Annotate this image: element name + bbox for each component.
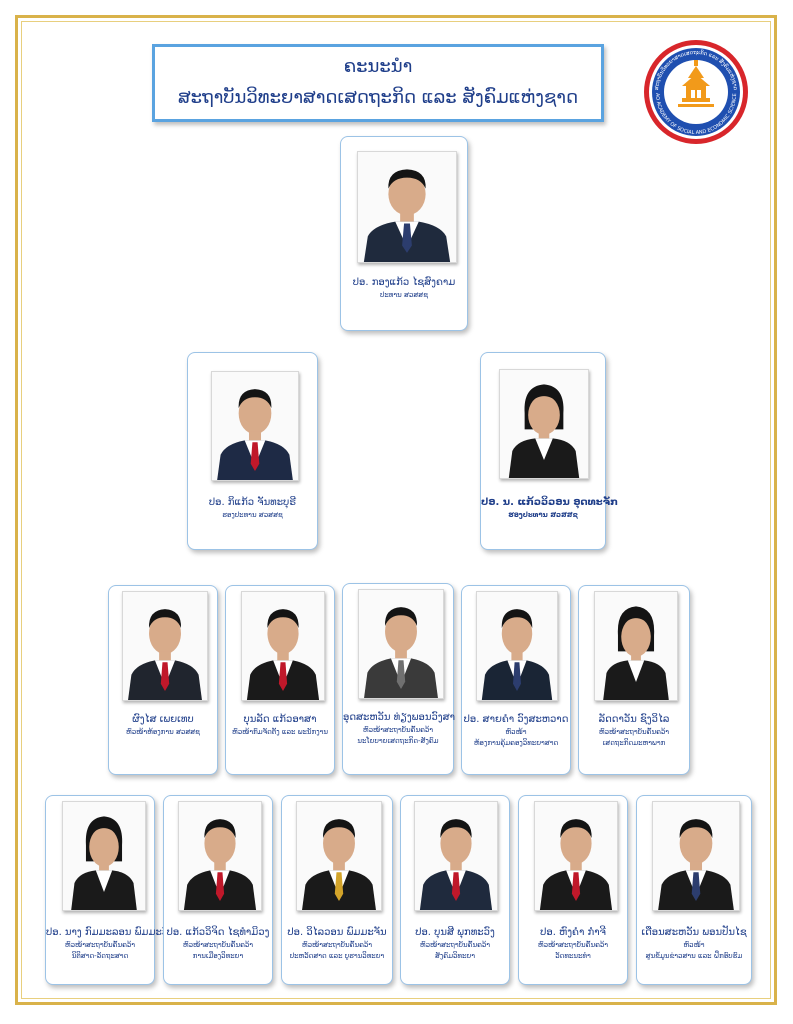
portrait-photo bbox=[534, 801, 618, 911]
person-card: ອຸດສະຫວັນ ທ່ຽງພອນວົງສາຫົວໜ້າສະຖາບັນຄົ້ນຄ… bbox=[342, 583, 456, 775]
person-role: ປະຫວັດສາດ ແລະ ບູຮານວິທະຍາ bbox=[289, 952, 385, 960]
person-info: ຜົງໄສ ເພຍເທບຫົວໜ້າຫ້ອງການ ສວສສຊ bbox=[109, 713, 217, 738]
person-role: ຫົວໜ້າຫ້ອງການ ສວສສຊ bbox=[126, 728, 200, 736]
portrait-photo bbox=[594, 591, 678, 701]
person-role: ຫົວໜ້າສະຖາບັນຄົ້ນຄວ້າ bbox=[598, 728, 670, 736]
person-info: ປອ. ຫົງຄຳ ກຳຈີຫົວໜ້າສະຖາບັນຄົ້ນຄວ້າວັດທະ… bbox=[519, 926, 627, 962]
person-card: ປອ. ວິໄລວອນ ພົມມະຈັນຫົວໜ້າສະຖາບັນຄົ້ນຄວ້… bbox=[281, 795, 393, 985]
person-info: ປອ. ກິແກ້ວ ຈັນທະບຸຣີຮອງປະທານ ສວສສຊ bbox=[188, 496, 317, 521]
person-name: ປອ. ບຸນສີ ພຸກທະວົງ bbox=[415, 927, 495, 938]
person-info: ປອ. ນ. ແກ້ວວິວອນ ອຸດທະຈັກຮອງປະທານ ສວສສຊ bbox=[481, 496, 618, 521]
person-name: ບຸນລັດ ແກ້ວອາສາ bbox=[243, 714, 317, 725]
person-name: ປອ. ກອງແກ້ວ ໄຊສົງຄາມ bbox=[352, 277, 456, 288]
temple-icon bbox=[678, 60, 714, 107]
person-role: ຫົວໜ້າສະຖາບັນຄົ້ນຄວ້າ bbox=[64, 941, 136, 949]
person-card: ປອ. ບຸນສີ ພຸກທະວົງຫົວໜ້າສະຖາບັນຄົ້ນຄວ້າສ… bbox=[400, 795, 510, 985]
person-info: ບຸນລັດ ແກ້ວອາສາຫົວໜ້າກົມຈັດຕັ້ງ ແລະ ພະນັ… bbox=[226, 713, 334, 738]
academy-logo: ສະຖາບັນວິທະຍາສາດເສດຖະກິດ ແລະ ສັງຄົມແຫ່ງຊ… bbox=[642, 38, 748, 144]
person-role: ຫົວໜ້າກົມຈັດຕັ້ງ ແລະ ພະນັກງານ bbox=[231, 728, 328, 736]
title-box: ຄະນະນໍາ ສະຖາບັນວິທະຍາສາດເສດຖະກິດ ແລະ ສັງ… bbox=[152, 44, 604, 122]
person-card: ເດືອນສະຫວັນ ພອນປັນໄຊຫົວໜ້າສູນຂໍ້ມູນຂ່າວສ… bbox=[636, 795, 752, 985]
person-name: ປອ. ແກ້ວວິຈິດ ໄຊທຳມິວງ bbox=[166, 927, 270, 938]
person-role: ຫົວໜ້າສະຖາບັນຄົ້ນຄວ້າ bbox=[301, 941, 373, 949]
person-name: ປອ. ນ. ແກ້ວວິວອນ ອຸດທະຈັກ bbox=[481, 497, 618, 508]
person-role: ຮອງປະທານ ສວສສຊ bbox=[222, 511, 283, 519]
person-role: ຫົວໜ້າສະຖາບັນຄົ້ນຄວ້າ bbox=[419, 941, 491, 949]
portrait-photo bbox=[499, 369, 589, 479]
person-name: ປອ. ຫົງຄຳ ກຳຈີ bbox=[540, 927, 606, 938]
person-role: ຫົວໜ້າສະຖາບັນຄົ້ນຄວ້າ bbox=[362, 726, 434, 734]
person-role: ນິຕິສາດ-ລັດຖະສາດ bbox=[71, 952, 129, 960]
person-role: ປະທານ ສວສສຊ bbox=[380, 291, 428, 299]
person-card: ປອ. ນາງ ກົມມະລອນ ພົມມະວົງຫົວໜ້າສະຖາບັນຄົ… bbox=[45, 795, 173, 985]
person-info: ປອ. ກອງແກ້ວ ໄຊສົງຄາມປະທານ ສວສສຊ bbox=[341, 276, 467, 301]
person-card: ບຸນລັດ ແກ້ວອາສາຫົວໜ້າກົມຈັດຕັ້ງ ແລະ ພະນັ… bbox=[225, 585, 335, 775]
person-info: ປອ. ສາຍຄຳ ວົງສະຫວາດຫົວໜ້າຫ້ອງການຄຸ້ມຄອງວ… bbox=[462, 713, 570, 749]
person-role: ຫົວໜ້າ bbox=[683, 941, 705, 949]
person-info: ລັດດາວັນ ຊົງວິໄລຫົວໜ້າສະຖາບັນຄົ້ນຄວ້າເສດ… bbox=[579, 713, 689, 749]
person-info: ອຸດສະຫວັນ ທ່ຽງພອນວົງສາຫົວໜ້າສະຖາບັນຄົ້ນຄ… bbox=[343, 711, 456, 747]
person-role: ສັງຄົມວິທະຍາ bbox=[434, 952, 476, 960]
portrait-photo bbox=[476, 591, 558, 701]
person-name: ອຸດສະຫວັນ ທ່ຽງພອນວົງສາ bbox=[343, 712, 456, 723]
person-card: ປອ. ນ. ແກ້ວວິວອນ ອຸດທະຈັກຮອງປະທານ ສວສສຊ bbox=[480, 352, 618, 550]
portrait-photo bbox=[211, 371, 299, 481]
person-info: ເດືອນສະຫວັນ ພອນປັນໄຊຫົວໜ້າສູນຂໍ້ມູນຂ່າວສ… bbox=[637, 926, 751, 962]
person-role: ເສດຖະກິດມະຫາພາກ bbox=[602, 739, 666, 747]
person-name: ເດືອນສະຫວັນ ພອນປັນໄຊ bbox=[641, 927, 747, 938]
person-card: ຜົງໄສ ເພຍເທບຫົວໜ້າຫ້ອງການ ສວສສຊ bbox=[108, 585, 218, 775]
person-role: ສູນຂໍ້ມູນຂ່າວສານ ແລະ ຝຶກອົບຮົມ bbox=[645, 952, 743, 960]
person-role: ຫົວໜ້າສະຖາບັນຄົ້ນຄວ້າ bbox=[182, 941, 254, 949]
person-info: ປອ. ແກ້ວວິຈິດ ໄຊທຳມິວງຫົວໜ້າສະຖາບັນຄົ້ນຄ… bbox=[164, 926, 272, 962]
person-name: ປອ. ສາຍຄຳ ວົງສະຫວາດ bbox=[463, 714, 569, 725]
person-role: ຫ້ອງການຄຸ້ມຄອງວິທະຍາສາດ bbox=[473, 739, 559, 747]
person-role: ວັດທະນະທຳ bbox=[555, 952, 591, 960]
portrait-photo bbox=[414, 801, 498, 911]
person-card: ປອ. ຫົງຄຳ ກຳຈີຫົວໜ້າສະຖາບັນຄົ້ນຄວ້າວັດທະ… bbox=[518, 795, 628, 985]
portrait-photo bbox=[358, 589, 444, 699]
person-name: ປອ. ນາງ ກົມມະລອນ ພົມມະວົງ bbox=[46, 927, 173, 938]
inner-frame bbox=[21, 21, 771, 999]
page-subtitle: ສະຖາບັນວິທະຍາສາດເສດຖະກິດ ແລະ ສັງຄົມແຫ່ງຊ… bbox=[177, 87, 579, 108]
person-name: ຜົງໄສ ເພຍເທບ bbox=[132, 714, 194, 725]
person-role: ຫົວໜ້າ bbox=[505, 728, 527, 736]
person-role: ຫົວໜ້າສະຖາບັນຄົ້ນຄວ້າ bbox=[537, 941, 609, 949]
person-card: ລັດດາວັນ ຊົງວິໄລຫົວໜ້າສະຖາບັນຄົ້ນຄວ້າເສດ… bbox=[578, 585, 690, 775]
portrait-photo bbox=[357, 151, 457, 263]
page-title: ຄະນະນໍາ bbox=[343, 56, 413, 77]
person-role: ນະໂຍບາຍເສດຖະກິດ-ສັງຄົມ bbox=[357, 737, 439, 745]
person-card: ປອ. ກອງແກ້ວ ໄຊສົງຄາມປະທານ ສວສສຊ bbox=[340, 136, 468, 331]
person-card: ປອ. ສາຍຄຳ ວົງສະຫວາດຫົວໜ້າຫ້ອງການຄຸ້ມຄອງວ… bbox=[461, 585, 571, 775]
person-card: ປອ. ກິແກ້ວ ຈັນທະບຸຣີຮອງປະທານ ສວສສຊ bbox=[187, 352, 318, 550]
person-name: ປອ. ກິແກ້ວ ຈັນທະບຸຣີ bbox=[208, 497, 297, 508]
person-name: ປອ. ວິໄລວອນ ພົມມະຈັນ bbox=[287, 927, 387, 938]
portrait-photo bbox=[296, 801, 382, 911]
portrait-photo bbox=[178, 801, 262, 911]
person-info: ປອ. ນາງ ກົມມະລອນ ພົມມະວົງຫົວໜ້າສະຖາບັນຄົ… bbox=[46, 926, 173, 962]
portrait-photo bbox=[652, 801, 740, 911]
portrait-photo bbox=[122, 591, 208, 701]
portrait-photo bbox=[241, 591, 325, 701]
outer-frame bbox=[15, 15, 777, 1005]
person-role: ຮອງປະທານ ສວສສຊ bbox=[508, 511, 578, 519]
person-role: ການເມືອງວິທະຍາ bbox=[192, 952, 244, 960]
person-card: ປອ. ແກ້ວວິຈິດ ໄຊທຳມິວງຫົວໜ້າສະຖາບັນຄົ້ນຄ… bbox=[163, 795, 273, 985]
person-info: ປອ. ບຸນສີ ພຸກທະວົງຫົວໜ້າສະຖາບັນຄົ້ນຄວ້າສ… bbox=[401, 926, 509, 962]
person-info: ປອ. ວິໄລວອນ ພົມມະຈັນຫົວໜ້າສະຖາບັນຄົ້ນຄວ້… bbox=[282, 926, 392, 962]
portrait-photo bbox=[62, 801, 146, 911]
person-name: ລັດດາວັນ ຊົງວິໄລ bbox=[598, 714, 670, 725]
